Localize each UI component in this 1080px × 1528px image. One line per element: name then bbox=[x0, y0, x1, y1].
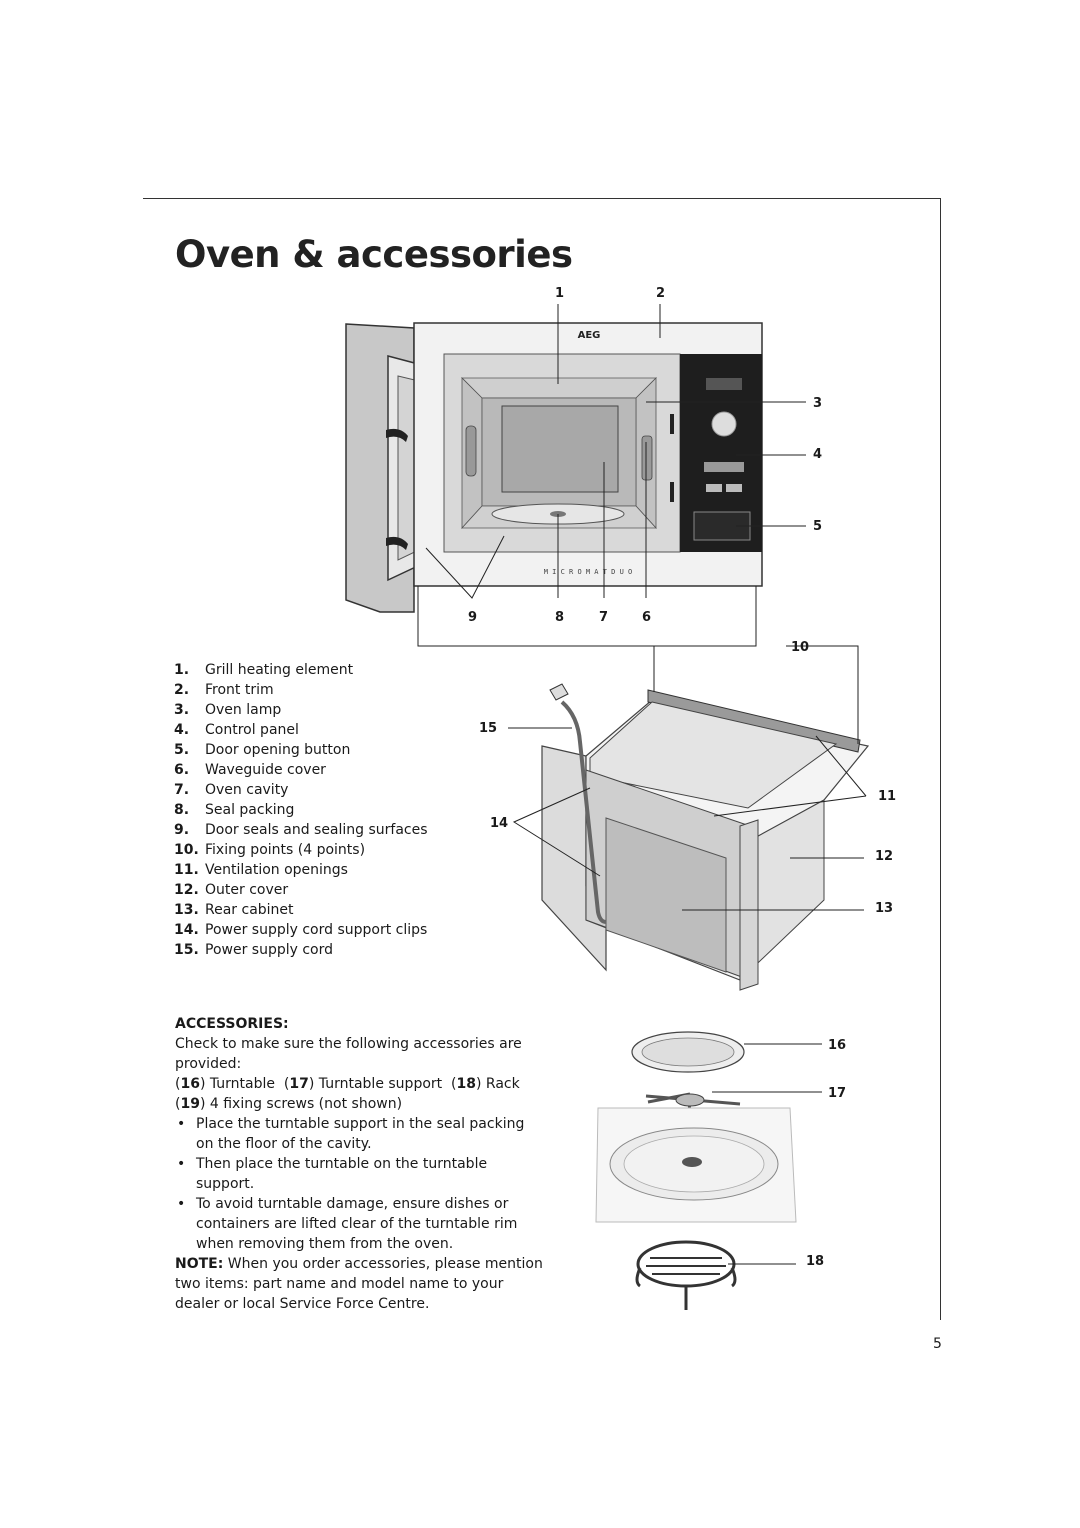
parts-list-item: 7. Oven cavity bbox=[174, 780, 428, 800]
part-number: 7. bbox=[174, 782, 190, 798]
parts-list-item: 4. Control panel bbox=[174, 720, 428, 740]
accessory-turntable bbox=[631, 1031, 745, 1073]
item-label: 4 fixing screws (not shown) bbox=[209, 1096, 403, 1112]
item-number: 19 bbox=[180, 1096, 200, 1112]
part-number: 11. bbox=[174, 862, 199, 878]
callout-12: 12 bbox=[875, 849, 894, 864]
part-number: 12. bbox=[174, 882, 199, 898]
parts-list-item: 3. Oven lamp bbox=[174, 700, 428, 720]
callout-5: 5 bbox=[813, 519, 823, 534]
part-label: Control panel bbox=[205, 722, 299, 738]
part-label: Oven lamp bbox=[205, 702, 282, 718]
part-label: Power supply cord bbox=[205, 942, 334, 958]
part-label: Rear cabinet bbox=[205, 902, 294, 918]
callout-11: 11 bbox=[878, 789, 897, 804]
note-text: When you order accessories, please menti… bbox=[175, 1256, 543, 1312]
part-label: Oven cavity bbox=[205, 782, 289, 798]
rear-cabinet bbox=[541, 683, 870, 991]
parts-list-item: 14. Power supply cord support clips bbox=[174, 920, 428, 940]
parts-list-item: 10. Fixing points (4 points) bbox=[174, 840, 428, 860]
parts-list-item: 9. Door seals and sealing surfaces bbox=[174, 820, 428, 840]
part-label: Door seals and sealing surfaces bbox=[205, 822, 428, 838]
instruction-item: To avoid turntable damage, ensure dishes… bbox=[175, 1194, 545, 1254]
callout-8: 8 bbox=[555, 610, 565, 625]
callout-2: 2 bbox=[656, 286, 666, 301]
part-label: Fixing points (4 points) bbox=[205, 842, 366, 858]
part-label: Door opening button bbox=[205, 742, 351, 758]
callout-7: 7 bbox=[599, 610, 609, 625]
part-number: 15. bbox=[174, 942, 199, 958]
part-number: 6. bbox=[174, 762, 190, 778]
parts-list-item: 5. Door opening button bbox=[174, 740, 428, 760]
parts-list-item: 12. Outer cover bbox=[174, 880, 428, 900]
part-number: 2. bbox=[174, 682, 190, 698]
callout-6: 6 bbox=[642, 610, 652, 625]
item-number: 16 bbox=[180, 1076, 200, 1092]
part-number: 4. bbox=[174, 722, 190, 738]
accessories-section: ACCESSORIES: Check to make sure the foll… bbox=[175, 1014, 545, 1314]
accessories-note: NOTE: When you order accessories, please… bbox=[175, 1254, 545, 1314]
accessories-items-line: (19) 4 fixing screws (not shown) bbox=[175, 1096, 403, 1112]
accessory-rack bbox=[635, 1240, 737, 1310]
parts-list-item: 2. Front trim bbox=[174, 680, 428, 700]
parts-list-item: 11. Ventilation openings bbox=[174, 860, 428, 880]
brand-logo: AEG bbox=[578, 330, 601, 341]
part-label: Front trim bbox=[205, 682, 274, 698]
instruction-item: Place the turntable support in the seal … bbox=[175, 1114, 545, 1154]
item-number: 17 bbox=[289, 1076, 309, 1092]
part-label: Grill heating element bbox=[205, 662, 354, 678]
parts-list: 1. Grill heating element 2. Front trim 3. O… bbox=[174, 660, 428, 960]
page-frame-top-rule bbox=[143, 198, 941, 199]
model-label: M I C R O M A T D U O bbox=[544, 568, 633, 576]
callout-15: 15 bbox=[479, 721, 498, 736]
callout-10: 10 bbox=[791, 640, 810, 655]
part-label: Seal packing bbox=[205, 802, 295, 818]
part-number: 8. bbox=[174, 802, 190, 818]
cavity-floor bbox=[595, 1107, 797, 1223]
parts-list-item: 6. Waveguide cover bbox=[174, 760, 428, 780]
accessories-intro: Check to make sure the following accesso… bbox=[175, 1036, 522, 1072]
oven-body bbox=[413, 322, 763, 587]
part-number: 10. bbox=[174, 842, 199, 858]
part-number: 5. bbox=[174, 742, 190, 758]
item-label: Rack bbox=[485, 1076, 520, 1092]
parts-list-item: 15. Power supply cord bbox=[174, 940, 428, 960]
callout-13: 13 bbox=[875, 901, 894, 916]
parts-list-item: 8. Seal packing bbox=[174, 800, 428, 820]
leader-lines bbox=[417, 304, 867, 1265]
callout-17: 17 bbox=[828, 1086, 847, 1101]
part-number: 1. bbox=[174, 662, 190, 678]
item-label: Turntable support bbox=[318, 1076, 443, 1092]
page-title: Oven & accessories bbox=[175, 232, 573, 276]
part-label: Outer cover bbox=[205, 882, 289, 898]
accessories-instructions: Place the turntable support in the seal … bbox=[175, 1114, 545, 1254]
accessories-items-line: (16) Turntable (17) Turntable support (1… bbox=[175, 1076, 520, 1092]
parts-list-item: 13. Rear cabinet bbox=[174, 900, 428, 920]
callout-9: 9 bbox=[468, 610, 478, 625]
part-label: Power supply cord support clips bbox=[205, 922, 428, 938]
callout-14: 14 bbox=[490, 816, 509, 831]
part-label: Ventilation openings bbox=[205, 862, 348, 878]
parts-list-item: 1. Grill heating element bbox=[174, 660, 428, 680]
part-number: 14. bbox=[174, 922, 199, 938]
part-number: 3. bbox=[174, 702, 190, 718]
page-number: 5 bbox=[933, 1336, 942, 1352]
item-label: Turntable bbox=[209, 1076, 276, 1092]
part-label: Waveguide cover bbox=[205, 762, 326, 778]
callout-3: 3 bbox=[813, 396, 823, 411]
callout-4: 4 bbox=[813, 447, 823, 462]
callout-1: 1 bbox=[555, 286, 565, 301]
page-frame-right-rule bbox=[940, 198, 941, 1320]
part-number: 13. bbox=[174, 902, 199, 918]
item-number: 18 bbox=[456, 1076, 476, 1092]
part-number: 9. bbox=[174, 822, 190, 838]
callout-18: 18 bbox=[806, 1254, 825, 1269]
accessories-heading: ACCESSORIES: bbox=[175, 1016, 289, 1032]
note-label: NOTE: bbox=[175, 1256, 224, 1272]
callout-16: 16 bbox=[828, 1038, 847, 1053]
instruction-item: Then place the turntable on the turntabl… bbox=[175, 1154, 545, 1194]
